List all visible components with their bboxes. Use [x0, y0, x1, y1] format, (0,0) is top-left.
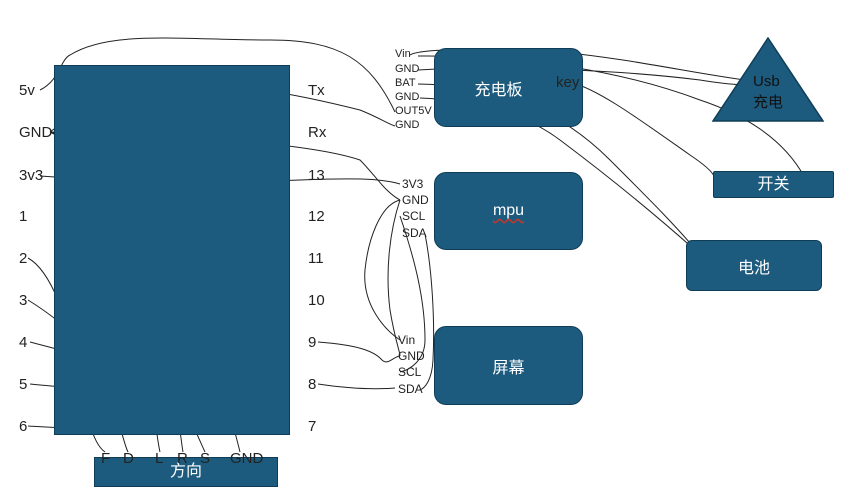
wire-9-screen-gnd — [317, 341, 401, 363]
screen-module: 屏幕 — [434, 326, 583, 405]
direction-pin-s: S — [200, 450, 211, 467]
charger-pin-gnd-1: GND — [395, 63, 420, 75]
wire-mpu-scl-screen-scl — [399, 215, 426, 373]
screen-pin-vin: Vin — [398, 333, 416, 347]
wire-5v-out5v — [39, 37, 396, 113]
usb-charge-label: 充电 — [753, 94, 784, 111]
charger-pin-bat: BAT — [395, 77, 416, 89]
screen-pin-gnd: GND — [398, 349, 425, 363]
mpu-pin-sda: SDA — [402, 226, 427, 240]
mpu-module: mpu — [434, 172, 583, 250]
direction-label: 方向 — [169, 463, 202, 480]
mcu-pin-11: 11 — [308, 250, 324, 267]
direction-module: 方向 — [94, 457, 278, 487]
mcu-pin-5: 5 — [19, 376, 28, 393]
charger-pin-out5v: OUT5V — [395, 105, 432, 117]
screen-pin-scl: SCL — [398, 365, 422, 379]
mcu-pin-7: 7 — [308, 418, 317, 435]
mcu-pin-8: 8 — [308, 376, 317, 393]
wire-key-switch — [569, 81, 715, 177]
mcu-pin-5v: 5v — [19, 82, 35, 99]
mpu-label: mpu — [492, 202, 525, 219]
mcu-pin-10: 10 — [308, 292, 325, 309]
battery-module: 电池 — [686, 240, 822, 291]
mcu-pin-rx: Rx — [308, 124, 327, 141]
mcu-pin-2: 2 — [19, 250, 28, 267]
wire-mpu-sda-screen-sda — [419, 233, 435, 391]
charger-label: 充电板 — [474, 81, 523, 99]
charger-pin-gnd-3: GND — [395, 119, 420, 131]
mcu-pin-1: 1 — [19, 208, 28, 225]
mcu-pin-tx: Tx — [308, 82, 325, 99]
switch-label: 开关 — [757, 175, 790, 193]
mcu-pin-6: 6 — [19, 418, 28, 435]
charger-board: 充电板 — [434, 48, 583, 127]
usb-charge-triangle — [712, 37, 824, 122]
charger-key-label: key — [556, 74, 580, 91]
mcu-board — [54, 65, 290, 435]
direction-pin-d: D — [123, 450, 134, 467]
switch-module: 开关 — [713, 171, 834, 198]
mcu-pin-3v3: 3v3 — [19, 167, 44, 184]
mcu-pin-13: 13 — [308, 167, 325, 184]
charger-pin-gnd-2: GND — [395, 91, 420, 103]
mcu-pin-12: 12 — [308, 208, 325, 225]
mcu-pin-4: 4 — [19, 334, 28, 351]
mpu-pin-gnd: GND — [402, 193, 429, 207]
direction-pin-r: R — [177, 450, 188, 467]
mpu-pin-3v3: 3V3 — [402, 177, 424, 191]
screen-label: 屏幕 — [492, 359, 525, 377]
wire-8-screen-sda — [317, 383, 396, 390]
usb-label: Usb — [753, 73, 780, 90]
mpu-pin-scl: SCL — [402, 209, 426, 223]
wire-mpu-gnd-screen-gnd — [387, 199, 401, 357]
battery-label: 电池 — [737, 259, 770, 277]
charger-pin-vin: Vin — [395, 48, 411, 60]
screen-pin-sda: SDA — [398, 382, 423, 396]
mcu-pin-gnd: GND — [19, 124, 53, 141]
direction-pin-l: L — [155, 450, 164, 467]
wire-mpu-gnd-screen-vin — [364, 199, 401, 341]
mcu-pin-3: 3 — [19, 292, 28, 309]
direction-pin-f: F — [101, 450, 111, 467]
direction-pin-gnd: GND — [230, 450, 264, 467]
mcu-pin-9: 9 — [308, 334, 317, 351]
